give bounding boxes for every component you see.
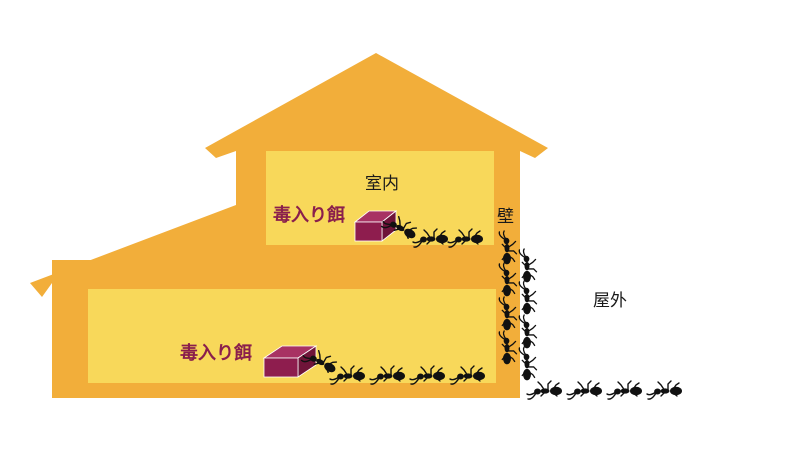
bait-label-lower: 毒入り餌 bbox=[180, 343, 252, 364]
ant-icon bbox=[518, 280, 538, 315]
ant-icon bbox=[646, 380, 683, 400]
outdoor-label: 屋外 bbox=[593, 291, 627, 311]
ant-icon bbox=[518, 314, 538, 349]
house-upper-roof bbox=[205, 53, 548, 158]
ant-icon bbox=[566, 380, 603, 400]
ant-icon bbox=[606, 380, 643, 400]
ant-icon bbox=[526, 380, 563, 400]
indoor-label: 室内 bbox=[365, 174, 399, 194]
ant-icon bbox=[518, 248, 538, 283]
ant-icon bbox=[518, 346, 538, 381]
wall-label: 壁 bbox=[497, 207, 514, 227]
bait-label-upper: 毒入り餌 bbox=[273, 205, 345, 226]
